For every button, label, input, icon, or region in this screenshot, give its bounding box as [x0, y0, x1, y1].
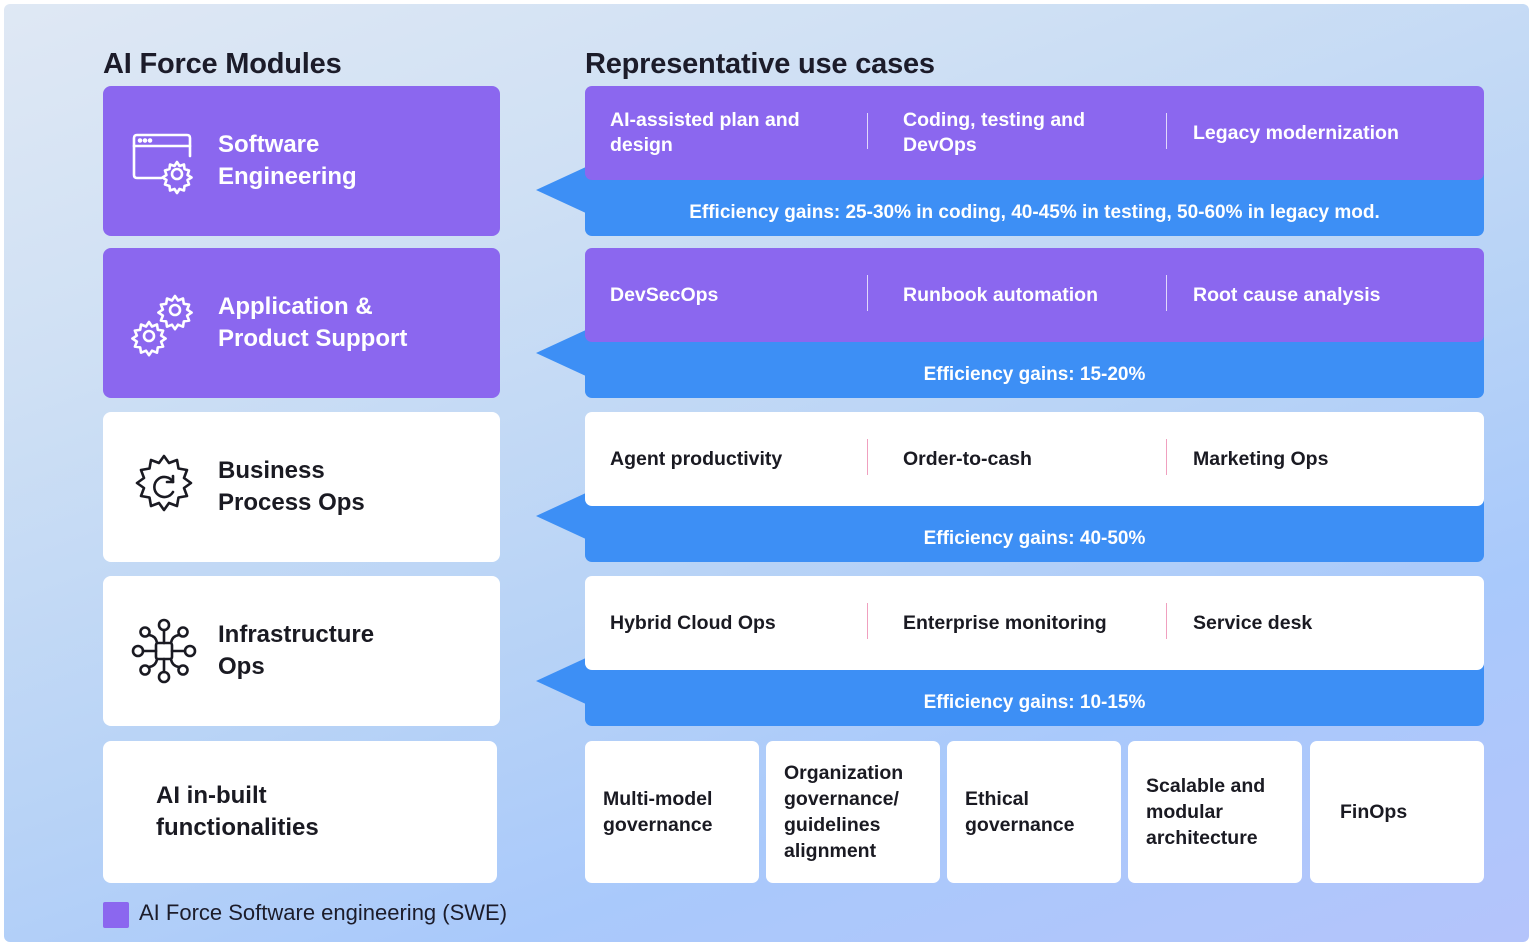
feature-card: FinOps	[1310, 741, 1484, 883]
module-application-product-support: Application & Product Support	[103, 248, 500, 398]
separator	[1166, 113, 1167, 149]
feature-card: Multi-model governance	[585, 741, 759, 883]
use-case-item: Order-to-cash	[903, 447, 1032, 470]
window-gear-icon	[132, 133, 193, 195]
use-case-item: Coding, testing and DevOps	[903, 109, 1085, 156]
separator	[867, 275, 868, 311]
use-case-row-1: Efficiency gains: 25-30% in coding, 40-4…	[585, 86, 1484, 236]
separator	[867, 603, 868, 639]
pointer-arrow	[536, 657, 588, 705]
module-label: Business Process Ops	[218, 457, 365, 516]
gear-refresh-icon	[135, 454, 193, 512]
use-case-row-3: Efficiency gains: 40-50% Agent productiv…	[585, 412, 1484, 562]
network-nodes-icon	[131, 618, 197, 684]
use-case-item: Runbook automation	[903, 283, 1098, 306]
feature-card: Scalable and modular architecture	[1128, 741, 1302, 883]
use-case-item: Hybrid Cloud Ops	[610, 611, 776, 634]
feature-card: Organization governance/ guidelines alig…	[766, 741, 940, 883]
use-case-item: Service desk	[1193, 611, 1313, 634]
separator	[1166, 275, 1167, 311]
module-business-process-ops: Business Process Ops	[103, 412, 500, 562]
use-case-items: DevSecOps Runbook automation Root cause …	[585, 248, 1484, 342]
use-case-item: Root cause analysis	[1193, 283, 1381, 306]
use-case-item: AI-assisted plan and design	[610, 109, 800, 156]
use-case-item: Enterprise monitoring	[903, 611, 1107, 634]
module-infrastructure-ops: Infrastructure Ops	[103, 576, 500, 726]
use-case-items: AI-assisted plan and design Coding, test…	[585, 86, 1484, 180]
feature-card: Ethical governance	[947, 741, 1121, 883]
use-case-items: Hybrid Cloud Ops Enterprise monitoring S…	[585, 576, 1484, 670]
use-case-item: DevSecOps	[610, 283, 719, 306]
gears-icon	[131, 294, 193, 357]
diagram-canvas: AI Force Modules Representative use case…	[4, 4, 1529, 942]
legend-label: AI Force Software engineering (SWE)	[139, 900, 508, 925]
use-case-row-2: Efficiency gains: 15-20% DevSecOps Runbo…	[585, 248, 1484, 398]
module-label: Software Engineering	[218, 131, 357, 190]
use-case-item: Agent productivity	[610, 447, 783, 470]
use-case-item: Marketing Ops	[1193, 447, 1329, 470]
separator	[867, 439, 868, 475]
pointer-arrow	[536, 329, 588, 377]
module-label: Application & Product Support	[218, 293, 408, 352]
use-case-items: Agent productivity Order-to-cash Marketi…	[585, 412, 1484, 506]
separator	[1166, 603, 1167, 639]
modules-heading: AI Force Modules	[103, 48, 342, 80]
use-case-row-4: Efficiency gains: 10-15% Hybrid Cloud Op…	[585, 576, 1484, 726]
module-software-engineering: Software Engineering	[103, 86, 500, 236]
module-label: Infrastructure Ops	[218, 621, 375, 680]
legend-swatch	[103, 902, 129, 928]
module-label: AI in-built functionalities	[156, 782, 319, 841]
module-ai-in-built-functionalities: AI in-built functionalities	[103, 741, 497, 883]
use-case-item: Legacy modernization	[1193, 121, 1399, 144]
pointer-arrow	[536, 492, 588, 540]
separator	[867, 113, 868, 149]
separator	[1166, 439, 1167, 475]
use-cases-heading: Representative use cases	[585, 48, 935, 80]
pointer-arrow	[536, 166, 588, 214]
